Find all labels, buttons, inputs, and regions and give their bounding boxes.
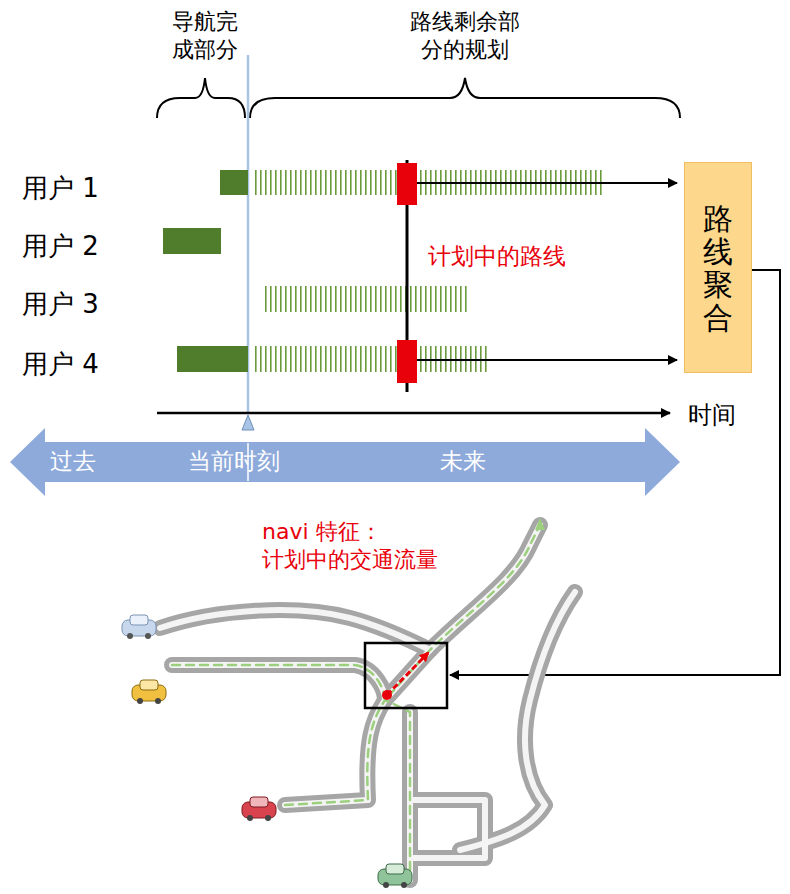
axis-label: 时间: [688, 400, 768, 430]
band-label: 未来: [440, 447, 520, 476]
red-marker: [397, 340, 417, 383]
brace: [157, 78, 245, 118]
band-label: 当前时刻: [188, 447, 318, 476]
user-label: 用户 1: [22, 172, 132, 205]
brace: [250, 78, 680, 118]
arrow: [417, 359, 677, 361]
user-label: 用户 3: [22, 288, 132, 321]
done-bar: [177, 346, 248, 372]
plan-bar: [262, 286, 467, 312]
aggregation-box: 路线聚合: [684, 162, 752, 373]
focus-box: [365, 643, 447, 708]
route-head: [535, 518, 545, 530]
flow-dot: [382, 690, 392, 700]
done-bar: [220, 170, 248, 195]
done-bar: [163, 228, 221, 254]
user-label: 用户 4: [22, 348, 132, 381]
red-marker: [397, 163, 417, 205]
plan-label: 计划中的路线: [428, 242, 628, 271]
time-axis: [157, 412, 670, 415]
flow-arrow: [387, 653, 428, 695]
arrow: [417, 182, 677, 184]
band-label: 过去: [50, 447, 130, 476]
user-label: 用户 2: [22, 230, 132, 263]
node-text: 路线聚合: [703, 202, 733, 334]
feature-label: navi 特征： 计划中的交通流量: [262, 518, 467, 573]
bracket-label: 导航完 成部分: [150, 8, 260, 63]
car-icons: [122, 615, 412, 888]
road-map: [160, 525, 575, 880]
now-marker: [242, 415, 254, 430]
bracket-label: 路线剩余部 分的规划: [385, 8, 545, 63]
timeline-band: [10, 428, 680, 496]
